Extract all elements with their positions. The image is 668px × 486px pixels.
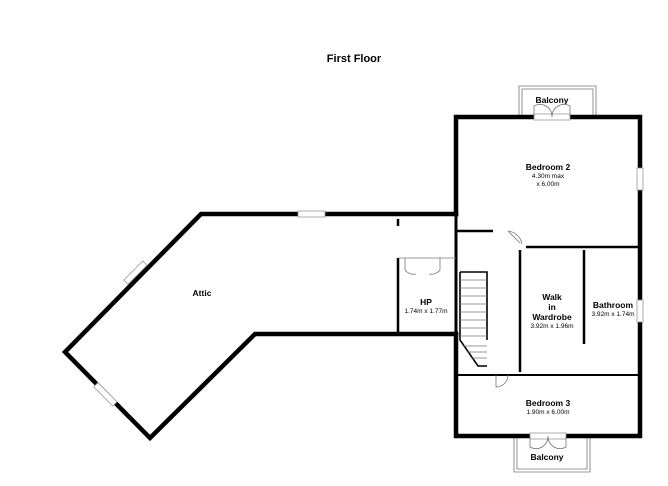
walk-in-dim: 3.92m x 1.96m — [531, 323, 574, 330]
bedroom2-dim1: 4.30m max — [532, 173, 565, 180]
attic-window-left — [123, 260, 148, 285]
floor-title: First Floor — [327, 53, 382, 65]
attic-window-top — [297, 210, 326, 218]
staircase — [459, 271, 488, 367]
walk-in-label-1: Walk — [542, 292, 562, 302]
bedroom3-dim: 1.90m x 6.00m — [527, 409, 570, 416]
doors — [398, 103, 571, 450]
balcony-top-label: Balcony — [535, 95, 568, 105]
bedroom2-label: Bedroom 2 — [526, 162, 571, 172]
bathroom-label: Bathroom — [593, 300, 634, 310]
bedroom3-label: Bedroom 3 — [526, 398, 571, 408]
bathroom-dim: 3.92m x 1.74m — [592, 311, 635, 318]
attic-window-bottom — [93, 382, 118, 407]
balcony-bottom: Balcony — [513, 436, 591, 473]
walk-in-label-2: in — [548, 302, 556, 312]
interior-walls — [396, 212, 640, 376]
walk-in-label-3: Wardrobe — [532, 312, 572, 322]
hp-label: HP — [420, 297, 432, 307]
bathroom-window — [636, 299, 644, 323]
room-labels: Bedroom 2 4.30m max x 6.00m Attic HP 1.7… — [193, 162, 635, 416]
balcony-bottom-label: Balcony — [530, 452, 563, 462]
balcony-top: Balcony — [518, 85, 597, 117]
bedroom2-window — [636, 167, 644, 191]
bedroom2-dim2: x 6.00m — [536, 181, 559, 188]
attic-label: Attic — [193, 288, 212, 298]
hp-dim: 1.74m x 1.77m — [405, 308, 448, 315]
